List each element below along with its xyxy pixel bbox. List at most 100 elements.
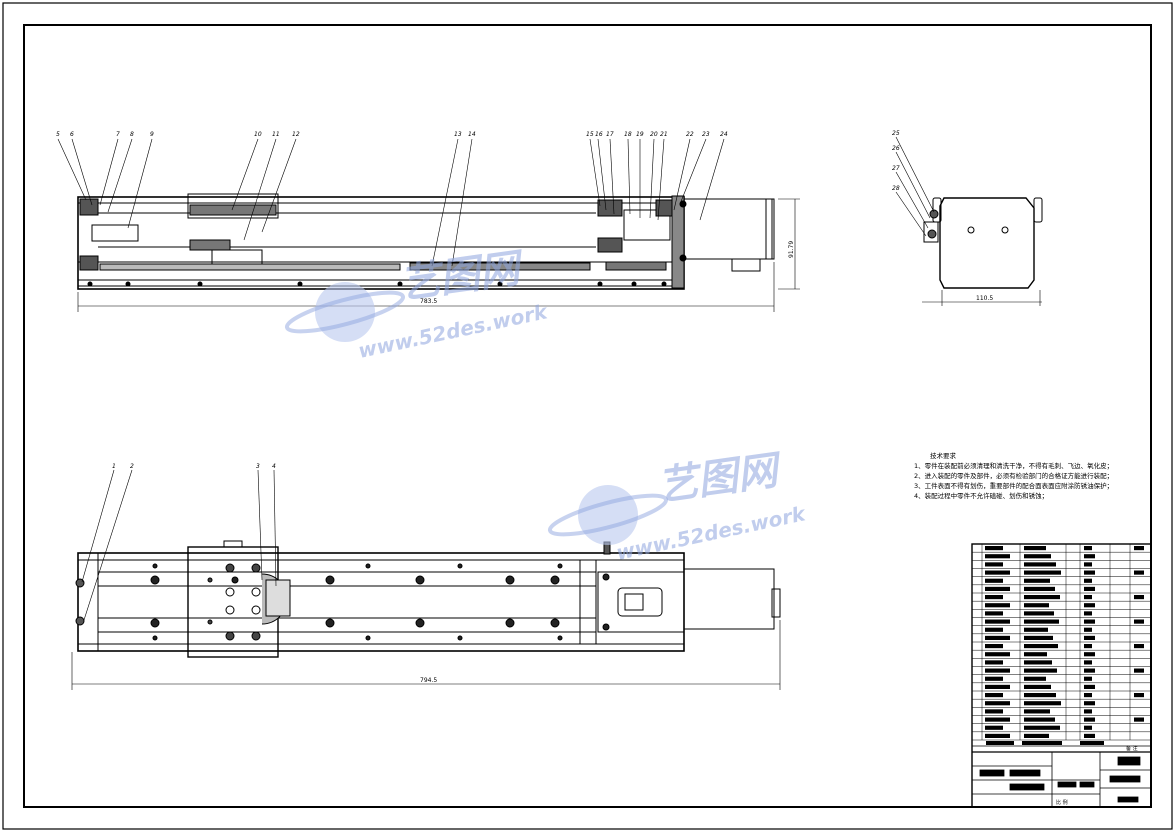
bom-cell-redacted [985,725,1003,730]
bom-cell-redacted [985,668,1010,673]
bom-table [971,543,1152,747]
bom-cell-redacted [985,644,1003,649]
title-block-ratio-label: 比 例 [1056,799,1068,806]
balloon-25: 25 [892,130,900,137]
bom-cell-redacted [985,709,1003,714]
tech-requirements: 技术要求 1、零件在装配前必须清理和清洗干净，不得有毛刺、飞边、氧化皮； 2、进… [914,451,1113,500]
bom-header-redacted [1080,741,1104,745]
bom-cell-redacted [1084,668,1095,673]
bom-cell-redacted [985,701,1010,706]
balloon-8: 8 [130,131,134,138]
bom-cell-redacted [1024,619,1059,624]
balloon-12: 12 [292,131,300,138]
bom-cell-redacted [1084,709,1092,714]
bom-cell-redacted [1084,725,1092,730]
bom-cell-redacted [1134,668,1144,673]
bom-cell-redacted [1134,693,1144,698]
globe-icon [315,282,375,342]
title-block [971,543,1152,808]
bom-cell-redacted [1084,562,1092,567]
front-dim-length: 783.5 [420,298,437,305]
balloon-11: 11 [272,131,280,138]
bom-cell-redacted [1084,652,1095,657]
bom-cell-redacted [985,570,1010,575]
watermark-brand-bottom: 艺图网 [655,447,786,510]
bom-cell-redacted [1084,660,1092,665]
bom-cell-redacted [1084,546,1092,551]
bom-cell-redacted [1084,693,1092,698]
balloon-3: 3 [256,463,260,470]
balloon-22: 22 [686,131,694,138]
balloon-2: 2 [130,463,134,470]
bom-cell-redacted [1024,586,1055,591]
bom-cell-redacted [1024,693,1056,698]
bom-cell-redacted [1024,684,1051,689]
bom-cell-redacted [985,684,1010,689]
bom-header-redacted [986,741,1014,745]
bom-cell-redacted [1084,619,1095,624]
balloon-15: 15 [586,131,594,138]
bom-cell-redacted [1024,644,1058,649]
bom-cell-redacted [1084,684,1095,689]
balloon-1: 1 [112,463,116,470]
tech-req-title: 技术要求 [930,451,957,460]
bom-cell-redacted [1134,546,1144,551]
balloon-27: 27 [892,165,900,172]
bom-cell-redacted [1024,611,1054,616]
balloon-24: 24 [720,131,728,138]
bom-cell-redacted [1024,701,1061,706]
bom-cell-redacted [985,717,1010,722]
balloon-19: 19 [636,131,644,138]
bom-cell-redacted [985,554,1010,559]
bom-cell-redacted [1084,676,1092,681]
bom-cell-redacted [1084,701,1095,706]
balloon-9: 9 [150,131,154,138]
bom-cell-redacted [1024,578,1050,583]
balloon-28: 28 [892,185,900,192]
bom-cell-redacted [1024,709,1050,714]
bom-cell-redacted [1084,627,1092,632]
bom-cell-redacted [985,635,1010,640]
bom-cell-redacted [1084,570,1095,575]
bom-cell-redacted [985,652,1010,657]
globe-icon [578,485,638,545]
bom-cell-redacted [1084,586,1095,591]
bom-cell-redacted [1024,603,1049,608]
bom-cell-redacted [1024,717,1055,722]
bom-cell-redacted [985,611,1003,616]
bom-cell-redacted [1024,570,1061,575]
balloon-14: 14 [468,131,476,138]
balloon-26: 26 [892,145,900,152]
balloon-18: 18 [624,131,632,138]
bom-cell-redacted [985,578,1003,583]
bom-cell-redacted [1084,578,1092,583]
front-balloon-leaders [57,138,725,267]
side-dim-width: 110.5 [976,295,993,302]
balloon-4: 4 [272,463,276,470]
title-block-remark-label: 备 注 [1126,745,1138,752]
balloon-6: 6 [70,131,74,138]
bom-cell-redacted [985,676,1003,681]
balloon-21: 21 [660,131,668,138]
inner-border [23,24,1152,808]
bom-cell-redacted [985,595,1003,600]
bom-cell-redacted [1084,611,1092,616]
bom-cell-redacted [1134,644,1144,649]
bom-cell-redacted [1024,676,1046,681]
bom-cell-redacted [985,733,1010,738]
bom-cell-redacted [1084,733,1095,738]
watermark-top: 艺图网 www.52des.work [284,245,551,363]
watermark-brand-top: 艺图网 [397,245,528,308]
bom-cell-redacted [985,627,1003,632]
balloon-5: 5 [56,131,60,138]
bom-cell-redacted [1084,635,1095,640]
tech-req-item: 2、进入装配的零件及部件，必须有检验部门的合格证方能进行装配； [914,471,1113,480]
bom-cell-redacted [985,619,1010,624]
bom-cell-redacted [1134,595,1144,600]
balloon-16: 16 [595,131,603,138]
tech-req-item: 4、装配过程中零件不允许磕碰、划伤和锈蚀； [914,491,1048,500]
bom-cell-redacted [1084,644,1092,649]
bom-header-redacted [1022,741,1062,745]
